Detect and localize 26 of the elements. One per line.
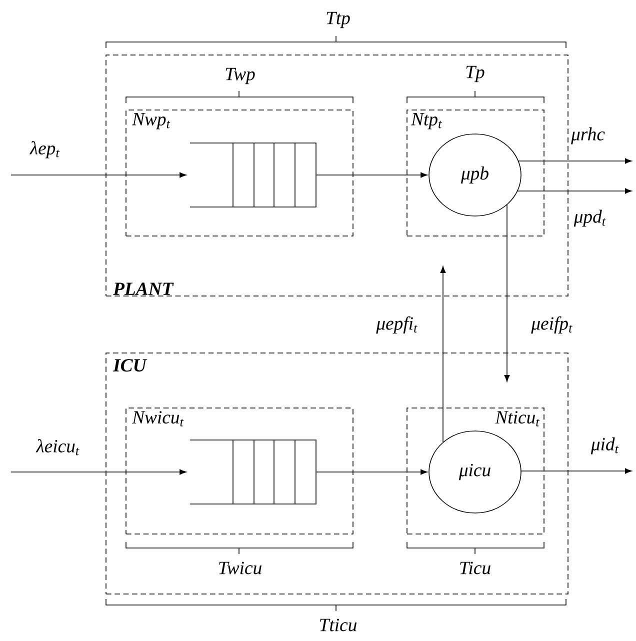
arrow xyxy=(518,158,632,164)
brace-label: Twicu xyxy=(219,562,262,574)
station-box: Nwicu$_{t}$ xyxy=(126,408,354,534)
arrow xyxy=(10,469,186,475)
station-box: Nwp$_{t}$ xyxy=(126,110,354,236)
brace-label: Twp xyxy=(226,68,255,84)
brace-label: Tp xyxy=(466,66,484,82)
arrow xyxy=(440,266,446,442)
arrow xyxy=(316,469,428,475)
edge-label: λeicu$_{t}$ xyxy=(36,439,80,456)
edge-label: μrhc xyxy=(571,127,605,144)
queue-drawing xyxy=(190,440,316,504)
edge-label: μeifp$_{t}$ xyxy=(531,316,572,334)
brace-label: Ttp xyxy=(326,12,350,28)
brace-label: Ticu xyxy=(460,562,490,574)
arrow xyxy=(520,468,632,474)
edge-label: μepfi$_{t}$ xyxy=(376,316,418,334)
edge-label: μpd$_{t}$ xyxy=(574,210,606,227)
edge-label: λep$_{t}$ xyxy=(30,141,60,158)
edge-label: μid$_{t}$ xyxy=(590,437,619,454)
arrow xyxy=(516,188,632,194)
queue-drawing xyxy=(190,142,316,208)
brace-label: Tticu xyxy=(320,618,357,632)
arrow xyxy=(316,172,428,178)
arrow xyxy=(10,172,186,178)
arrow xyxy=(504,204,510,382)
